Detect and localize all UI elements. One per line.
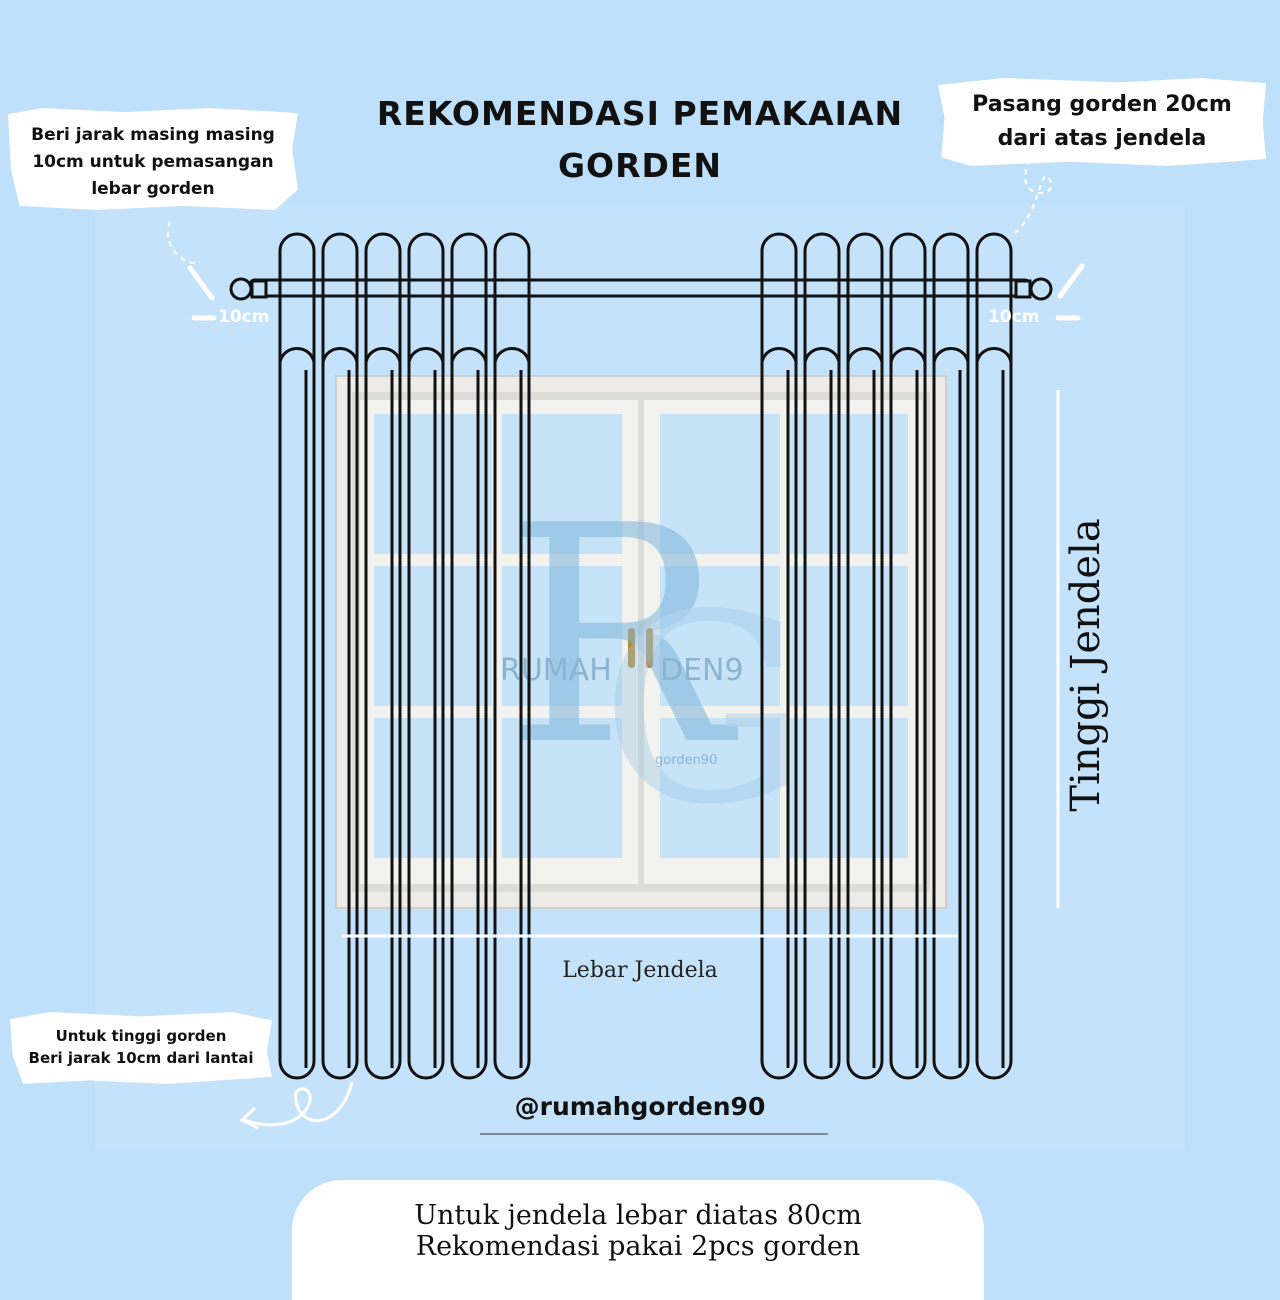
curtain-header-band <box>889 347 927 363</box>
window-glass <box>374 718 492 858</box>
curtain-header-band <box>493 347 531 363</box>
note-line: 10cm untuk pemasangan <box>32 152 274 172</box>
watermark-letter: R <box>505 462 739 811</box>
page-title-line2: GORDEN <box>557 146 723 185</box>
curtain-rod <box>229 277 1053 301</box>
curtain-pleat <box>278 232 316 1080</box>
curtain-pleat <box>364 232 402 1080</box>
curtain-pleat <box>760 232 798 1080</box>
curtain-header-band <box>450 347 488 363</box>
curtain-pleat <box>932 232 970 1080</box>
rod-finial-right <box>1029 277 1053 301</box>
bottom-caption: Untuk jendela lebar diatas 80cm Rekomend… <box>292 1200 984 1262</box>
watermark-text-right: DEN9 <box>660 653 744 688</box>
curtain-header-band <box>407 347 445 363</box>
watermark-letter: G <box>600 560 808 862</box>
watermark-small-text: gorden90 <box>655 753 717 768</box>
gap-label-right: 10cm <box>988 307 1040 327</box>
watermark-text-left: RUMAH <box>500 653 612 688</box>
window-handle <box>628 628 635 668</box>
curtain-header-band <box>932 347 970 363</box>
curtain-pleat <box>803 232 841 1080</box>
window-glass <box>660 414 780 554</box>
watermark-logo: R G RUMAH DEN9 gorden90 <box>500 462 808 862</box>
gap-marker-left <box>187 265 217 321</box>
window-glass <box>374 414 492 554</box>
curtain-header-band <box>975 347 1013 363</box>
curtain-pleat <box>407 232 445 1080</box>
curtain-pleat <box>975 232 1013 1080</box>
curtain-header-band <box>278 347 316 363</box>
dashed-arrow-top-right <box>1009 159 1053 237</box>
note-line: Pasang gorden 20cm <box>972 92 1232 117</box>
window-glass <box>660 566 780 706</box>
curtain-header-band <box>321 347 359 363</box>
arrow-bottom-left <box>244 1081 354 1127</box>
curtain-left <box>278 232 531 1080</box>
curtain-header-band <box>364 347 402 363</box>
bottom-caption-line1: Untuk jendela lebar diatas 80cm <box>414 1200 862 1231</box>
window-glass <box>374 566 492 706</box>
note-floor-gap: Untuk tinggi gorden Beri jarak 10cm dari… <box>10 1012 272 1084</box>
curtain-header-band <box>846 347 884 363</box>
note-width-spacing: Beri jarak masing masing 10cm untuk pema… <box>8 108 298 210</box>
height-label: Tinggi Jendela <box>1063 518 1109 812</box>
curtain-pleat <box>493 232 531 1080</box>
rod-bracket-left <box>250 279 268 299</box>
page-title-line1: REKOMENDASI PEMAKAIAN <box>376 94 904 133</box>
gap-label-left: 10cm <box>218 307 270 327</box>
curtain-pleat <box>889 232 927 1080</box>
curtain-pleat <box>321 232 359 1080</box>
gap-marker-right <box>1055 263 1085 321</box>
note-line: Beri jarak 10cm dari lantai <box>28 1049 254 1067</box>
page-title: REKOMENDASI PEMAKAIAN GORDEN <box>330 88 950 192</box>
note-line: dari atas jendela <box>997 126 1207 151</box>
window-glass <box>660 718 780 858</box>
window-handle <box>646 628 653 668</box>
note-line: lebar gorden <box>91 179 215 199</box>
curtain-header-band <box>803 347 841 363</box>
width-label: Lebar Jendela <box>562 958 718 983</box>
curtain-right <box>760 232 1013 1080</box>
note-line: Untuk tinggi gorden <box>55 1027 227 1045</box>
bottom-caption-line2: Rekomendasi pakai 2pcs gorden <box>415 1231 861 1262</box>
social-handle: @rumahgorden90 <box>514 1092 766 1121</box>
curtain-pleat <box>846 232 884 1080</box>
note-rod-height: Pasang gorden 20cm dari atas jendela <box>938 78 1266 166</box>
curtain-header-band <box>760 347 798 363</box>
rod-bracket-right <box>1014 279 1032 299</box>
curtain-pleat <box>450 232 488 1080</box>
arrow-bottom-left-head <box>239 1106 259 1130</box>
note-line: Beri jarak masing masing <box>31 125 275 145</box>
rod-finial-left <box>229 277 253 301</box>
